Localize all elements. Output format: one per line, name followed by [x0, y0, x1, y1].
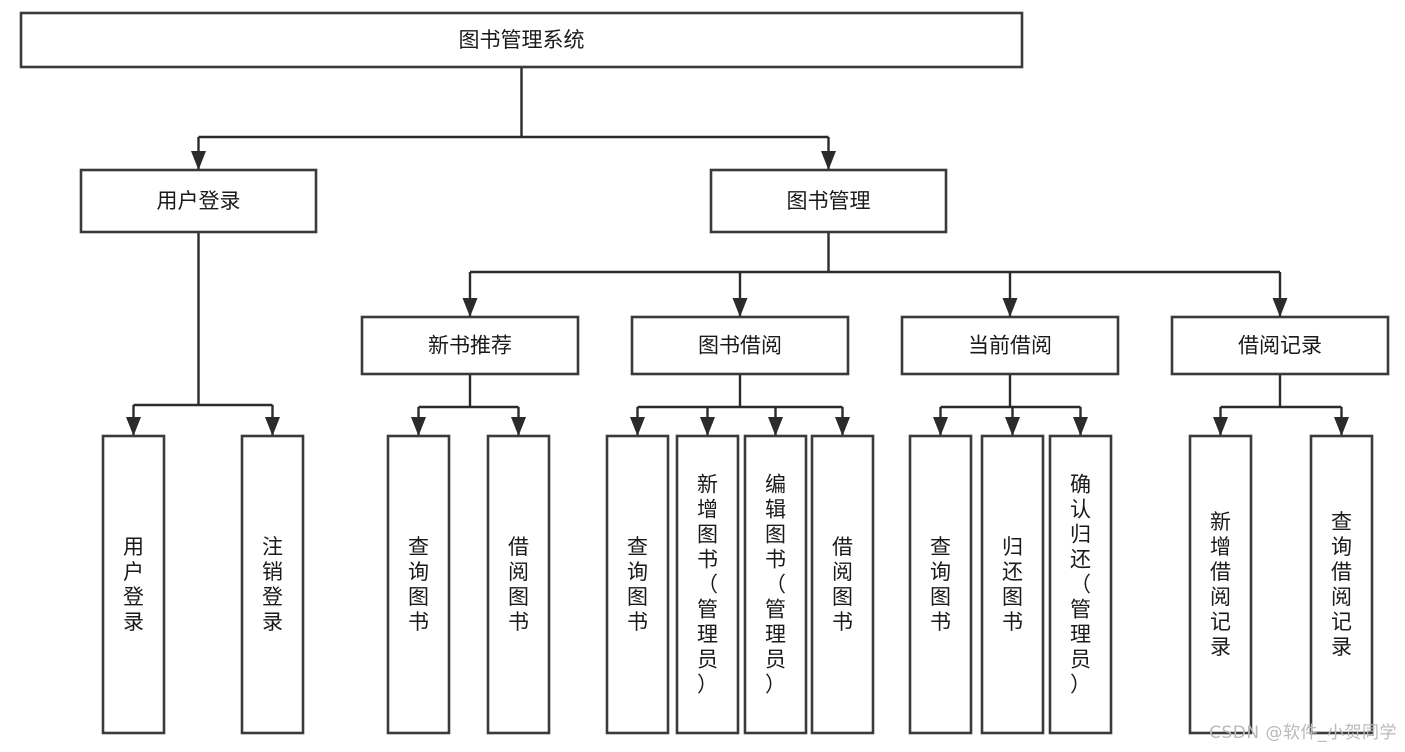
node-label: 图书管理 — [787, 189, 871, 213]
node-l2-book-manage[interactable]: 图书管理 — [709, 168, 948, 234]
node-box — [79, 168, 318, 234]
node-leaf-add-book-admin[interactable]: 新增图书（管理员） — [675, 434, 740, 735]
arrow-head-icon — [191, 151, 206, 170]
node-root[interactable]: 图书管理系统 — [19, 11, 1024, 69]
node-box — [19, 11, 1024, 69]
node-label: 图书借阅 — [698, 334, 782, 358]
node-leaf-query-book-rec[interactable]: 查询图书 — [386, 434, 451, 735]
node-l3-book-borrow[interactable]: 图书借阅 — [630, 315, 850, 376]
arrow-head-icon — [1213, 417, 1228, 436]
node-leaf-query-book-borrow[interactable]: 查询图书 — [605, 434, 670, 735]
node-label: 用户登录 — [157, 189, 241, 213]
arrow-head-icon — [1005, 417, 1020, 436]
node-box — [1309, 434, 1374, 735]
node-box — [386, 434, 451, 735]
node-box — [1048, 434, 1113, 735]
node-label: 用户登录 — [123, 535, 144, 634]
node-box — [360, 315, 580, 376]
node-leaf-add-borrow-record[interactable]: 新增借阅记录 — [1188, 434, 1253, 735]
node-leaf-borrow-book[interactable]: 借阅图书 — [810, 434, 875, 735]
node-label: 查询图书 — [408, 535, 429, 634]
node-l3-borrow-record[interactable]: 借阅记录 — [1170, 315, 1390, 376]
node-box — [980, 434, 1045, 735]
node-box — [486, 434, 551, 735]
node-leaf-borrow-book-rec[interactable]: 借阅图书 — [486, 434, 551, 735]
node-box — [1188, 434, 1253, 735]
arrow-head-icon — [511, 417, 526, 436]
node-box — [101, 434, 166, 735]
node-leaf-confirm-return-admin[interactable]: 确认归还（管理员） — [1048, 434, 1113, 735]
node-leaf-query-borrow-record[interactable]: 查询借阅记录 — [1309, 434, 1374, 735]
node-label: 新书推荐 — [428, 334, 512, 358]
arrow-head-icon — [732, 298, 748, 317]
arrow-head-icon — [462, 298, 478, 317]
arrow-head-icon — [1002, 298, 1018, 317]
arrow-head-icon — [1334, 417, 1349, 436]
arrow-head-icon — [265, 417, 280, 436]
node-label: 借阅记录 — [1238, 334, 1322, 358]
node-label: 新增借阅记录 — [1210, 510, 1231, 659]
arrow-head-icon — [933, 417, 948, 436]
node-leaf-return-book[interactable]: 归还图书 — [980, 434, 1045, 735]
node-label: 新增图书（管理员） — [697, 473, 718, 697]
arrow-head-icon — [700, 417, 715, 436]
node-box — [709, 168, 948, 234]
arrow-head-icon — [1272, 298, 1288, 317]
node-label: 确认归还（管理员） — [1070, 473, 1091, 697]
arrow-head-icon — [630, 417, 645, 436]
node-box — [908, 434, 973, 735]
node-leaf-edit-book-admin[interactable]: 编辑图书（管理员） — [743, 434, 808, 735]
node-label: 图书管理系统 — [459, 28, 585, 52]
node-label: 查询图书 — [930, 535, 951, 634]
edges-layer — [126, 67, 1349, 436]
node-label: 借阅图书 — [832, 535, 853, 634]
arrow-head-icon — [411, 417, 426, 436]
node-box — [900, 315, 1120, 376]
node-leaf-logout-login[interactable]: 注销登录 — [240, 434, 305, 735]
node-l2-user-login[interactable]: 用户登录 — [79, 168, 318, 234]
node-label: 归还图书 — [1002, 535, 1023, 634]
node-label: 查询借阅记录 — [1331, 510, 1352, 659]
node-l3-current-borrow[interactable]: 当前借阅 — [900, 315, 1120, 376]
node-leaf-query-book-current[interactable]: 查询图书 — [908, 434, 973, 735]
node-label: 查询图书 — [627, 535, 648, 634]
csdn-watermark: CSDN @软件_小贺同学 — [1209, 723, 1397, 743]
node-label: 注销登录 — [262, 535, 283, 634]
node-box — [743, 434, 808, 735]
node-leaf-user-login[interactable]: 用户登录 — [101, 434, 166, 735]
arrow-head-icon — [768, 417, 783, 436]
arrow-head-icon — [126, 417, 141, 436]
nodes-layer: 图书管理系统用户登录图书管理新书推荐图书借阅当前借阅借阅记录用户登录注销登录查询… — [19, 11, 1390, 735]
arrow-head-icon — [835, 417, 850, 436]
arrow-head-icon — [821, 151, 836, 170]
node-box — [810, 434, 875, 735]
node-box — [675, 434, 740, 735]
node-box — [1170, 315, 1390, 376]
node-l3-new-book-rec[interactable]: 新书推荐 — [360, 315, 580, 376]
arrow-head-icon — [1073, 417, 1088, 436]
node-label: 当前借阅 — [968, 334, 1052, 358]
node-box — [630, 315, 850, 376]
node-box — [240, 434, 305, 735]
node-box — [605, 434, 670, 735]
node-label: 借阅图书 — [508, 535, 529, 634]
node-label: 编辑图书（管理员） — [765, 473, 786, 697]
